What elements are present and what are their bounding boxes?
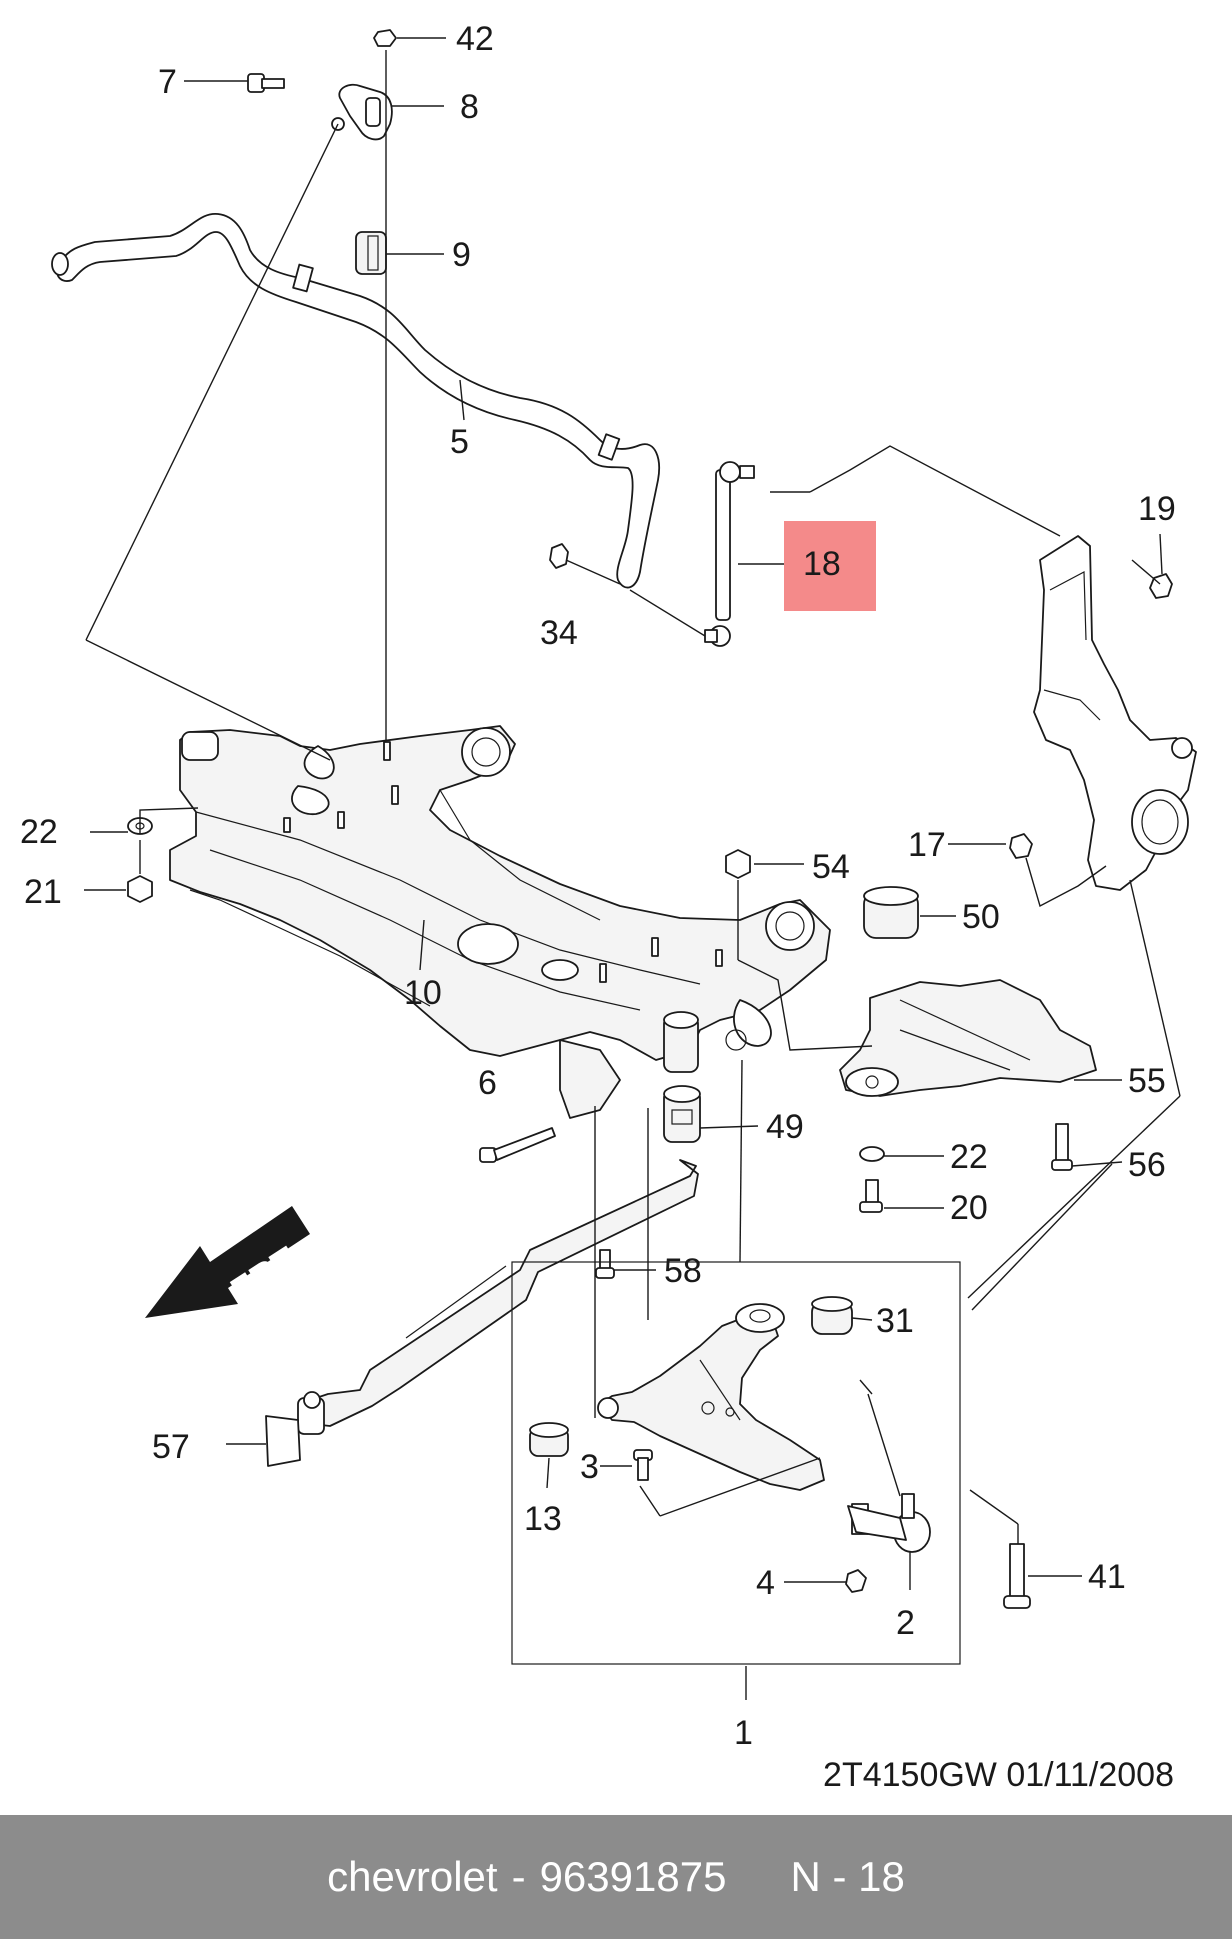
callout-49: 49 [766,1108,804,1146]
stabilizer-bar [51,213,660,589]
washer-22b [859,1146,885,1162]
exploded-parts-diagram: FRT 42 7 8 9 5 18 34 19 22 21 10 17 54 5… [20,20,1197,1752]
front-direction-arrow: FRT [145,1206,310,1318]
callout-13: 13 [524,1500,562,1538]
footer-bar: chevrolet - 96391875 N - 18 [0,1815,1232,1939]
bushing-13 [529,1422,569,1457]
nut-4 [845,1569,867,1593]
callout-17: 17 [908,826,946,864]
callout-31: 31 [876,1302,914,1340]
callout-2: 2 [896,1604,915,1642]
callout-55: 55 [1128,1062,1166,1100]
stabilizer-link [704,461,755,647]
callout-50: 50 [962,898,1000,936]
callout-22b: 22 [950,1138,988,1176]
bushing-50 [863,886,919,939]
callout-57: 57 [152,1428,190,1466]
callout-34: 34 [540,614,578,652]
ball-joint [847,1493,931,1553]
bolt-20 [859,1179,883,1213]
callout-41: 41 [1088,1558,1126,1596]
callouts: 42 7 8 9 5 18 34 19 22 21 10 17 54 50 6 … [20,20,1176,1752]
callout-5: 5 [450,423,469,461]
callout-54: 54 [812,848,850,886]
link-nut [549,543,569,569]
arm-bushing-rear [735,1303,785,1333]
lower-control-arm [597,1315,825,1491]
callout-8: 8 [460,88,479,126]
nut-21 [127,875,153,903]
callout-42: 42 [456,20,494,58]
lower-control-arm-box [511,1261,961,1665]
footer-position-label: N - 18 [790,1853,905,1900]
callout-3: 3 [580,1448,599,1486]
nut-54 [725,849,751,879]
callout-56: 56 [1128,1146,1166,1184]
bracket-55 [839,979,1097,1097]
callout-7: 7 [158,63,177,101]
footer-brand: chevrolet [327,1853,498,1900]
callout-22a: 22 [20,813,58,851]
bolt-58 [595,1249,615,1279]
bolt-41 [1003,1543,1031,1609]
callout-1: 1 [734,1714,753,1752]
leader-lines [84,37,1181,1700]
clamp-bolt [247,73,285,93]
callout-19: 19 [1138,490,1176,528]
callout-4: 4 [756,1564,775,1602]
callout-18: 18 [803,545,841,583]
footer-separator: - [511,1853,526,1900]
crossmember [169,725,831,1119]
stabilizer-clamp [331,83,393,141]
footer-part-number: 96391875 [539,1853,727,1900]
bolt-56 [1051,1123,1073,1171]
callout-10: 10 [404,974,442,1012]
highlight-box [784,521,876,611]
stabilizer-bushing [355,231,387,275]
callout-58: 58 [664,1252,702,1290]
callout-6: 6 [478,1064,497,1102]
bushing-49 [663,1085,701,1143]
callout-9: 9 [452,236,471,274]
callout-21: 21 [24,873,62,911]
diagram-reference-code: 2T4150GW 01/11/2008 [823,1756,1174,1794]
callout-20: 20 [950,1189,988,1227]
tie-rod-nut [1009,833,1033,859]
steering-knuckle [1033,535,1197,891]
bolt-6 [479,1127,556,1163]
bushing-31 [811,1296,853,1335]
bolt-3 [633,1449,653,1481]
clamp-nut [373,29,397,47]
bushing-upper [663,1011,699,1073]
tension-rod [265,1159,699,1467]
